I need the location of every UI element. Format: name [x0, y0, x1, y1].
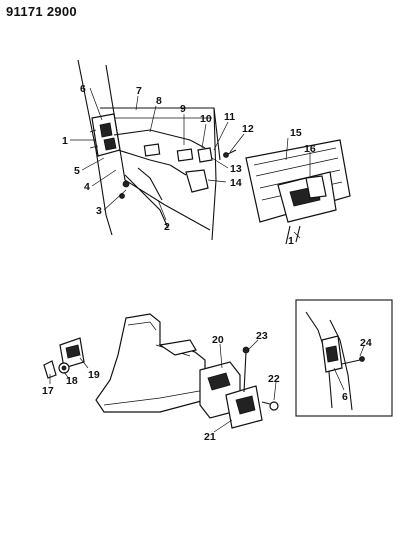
callout-17: 17 [42, 385, 54, 397]
callout-14: 14 [230, 177, 242, 189]
inset-detail [295, 299, 393, 417]
diagram-title: 91171 2900 [6, 4, 77, 19]
callout-16: 16 [304, 143, 316, 155]
inside-handle-bezel [245, 139, 351, 245]
callout-19: 19 [88, 369, 100, 381]
striker-small-parts [43, 337, 85, 379]
leader-lines [49, 87, 365, 433]
callout-4: 4 [84, 181, 90, 193]
callout-20: 20 [212, 334, 224, 346]
callout-21: 21 [204, 431, 216, 443]
callout-6b: 6 [342, 391, 348, 403]
callout-9: 9 [180, 103, 186, 115]
callout-10: 10 [200, 113, 212, 125]
callout-5: 5 [74, 165, 80, 177]
b-pillar-striker [95, 313, 279, 429]
callout-23: 23 [256, 330, 268, 342]
callout-13: 13 [230, 163, 242, 175]
callout-22: 22 [268, 373, 280, 385]
callout-1a: 1 [62, 135, 68, 147]
callout-24: 24 [360, 337, 372, 349]
callout-11: 11 [224, 111, 235, 123]
callout-7: 7 [136, 85, 142, 97]
callout-15: 15 [290, 127, 302, 139]
callout-3: 3 [96, 205, 102, 217]
callout-2: 2 [164, 221, 170, 233]
callout-6a: 6 [80, 83, 86, 95]
callout-18: 18 [66, 375, 78, 387]
callout-1b: 1 [288, 235, 294, 247]
door-latch-assembly [77, 59, 237, 241]
callout-8: 8 [156, 95, 162, 107]
callout-12: 12 [242, 123, 254, 135]
callout-labels: 6 1 5 4 3 2 7 8 9 10 11 12 13 14 15 16 1… [42, 83, 372, 443]
